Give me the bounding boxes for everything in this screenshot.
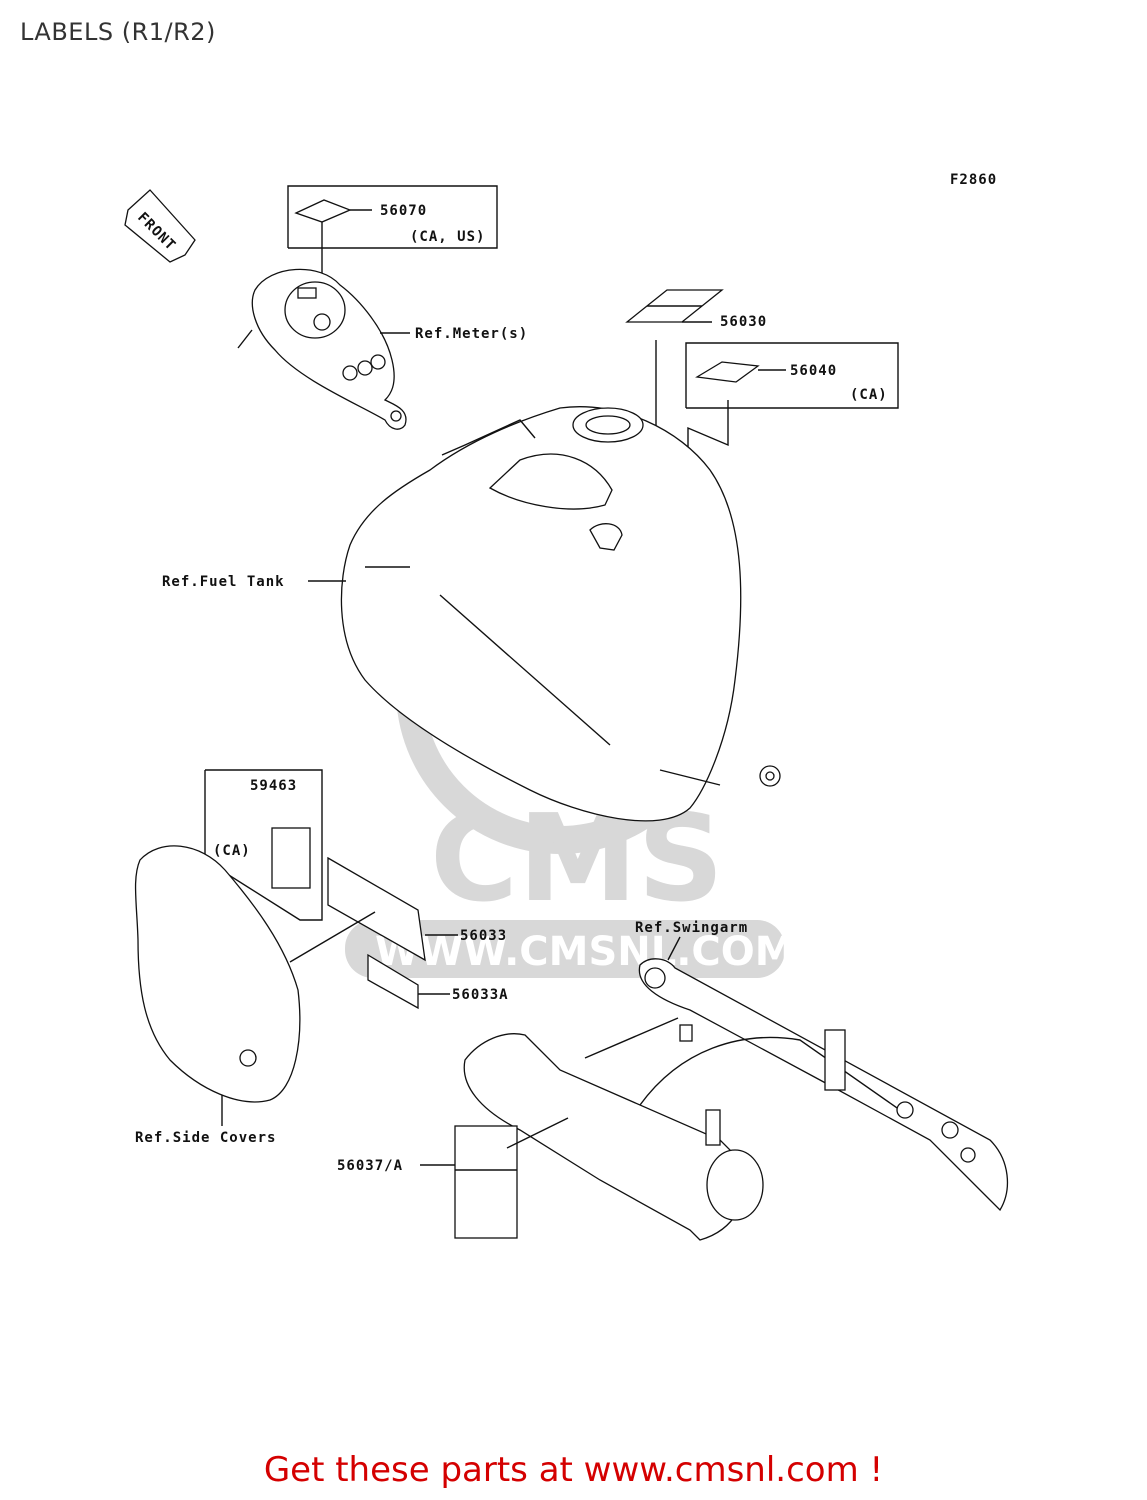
page-title: LABELS (R1/R2) bbox=[20, 18, 216, 46]
part-number-56033: 56033 bbox=[460, 928, 507, 944]
callout-56040: 56040 (CA) bbox=[685, 342, 899, 488]
part-note-59463: (CA) bbox=[213, 843, 251, 859]
front-arrow-icon: FRONT bbox=[124, 189, 196, 263]
meter-drawing: Ref.Meter(s) bbox=[237, 268, 528, 430]
ref-fuel-tank-label: Ref.Fuel Tank bbox=[162, 574, 285, 590]
part-note-56040: (CA) bbox=[850, 387, 888, 403]
swingarm-drawing: Ref.Swingarm bbox=[463, 920, 1009, 1241]
part-number-56070: 56070 bbox=[380, 203, 427, 219]
ref-side-covers-label: Ref.Side Covers bbox=[135, 1130, 276, 1146]
callout-56030: 56030 bbox=[625, 289, 767, 465]
callout-56033a: 56033A bbox=[367, 953, 509, 1010]
part-number-59463: 59463 bbox=[250, 778, 297, 794]
ref-swingarm-label: Ref.Swingarm bbox=[635, 920, 748, 936]
watermark-url: WWW.CMSNL.COM bbox=[375, 929, 795, 975]
part-number-56030: 56030 bbox=[720, 314, 767, 330]
fuel-tank-drawing: Ref.Fuel Tank bbox=[162, 406, 781, 822]
callout-59463: 59463 (CA) bbox=[204, 769, 323, 921]
callout-56070: 56070 (CA, US) bbox=[287, 185, 498, 322]
ref-meter-label: Ref.Meter(s) bbox=[415, 326, 528, 342]
part-number-56040: 56040 bbox=[790, 363, 837, 379]
figure-code: F2860 bbox=[950, 172, 997, 188]
part-number-56033a: 56033A bbox=[452, 987, 509, 1003]
callout-56033: 56033 bbox=[289, 856, 507, 963]
part-number-56037: 56037/A bbox=[337, 1158, 403, 1174]
callout-56037: 56037/A bbox=[337, 1117, 569, 1239]
footer-parts-link[interactable]: Get these parts at www.cmsnl.com ! bbox=[263, 1450, 884, 1490]
side-cover-drawing: Ref.Side Covers bbox=[134, 845, 301, 1146]
part-note-56070: (CA, US) bbox=[410, 229, 485, 245]
